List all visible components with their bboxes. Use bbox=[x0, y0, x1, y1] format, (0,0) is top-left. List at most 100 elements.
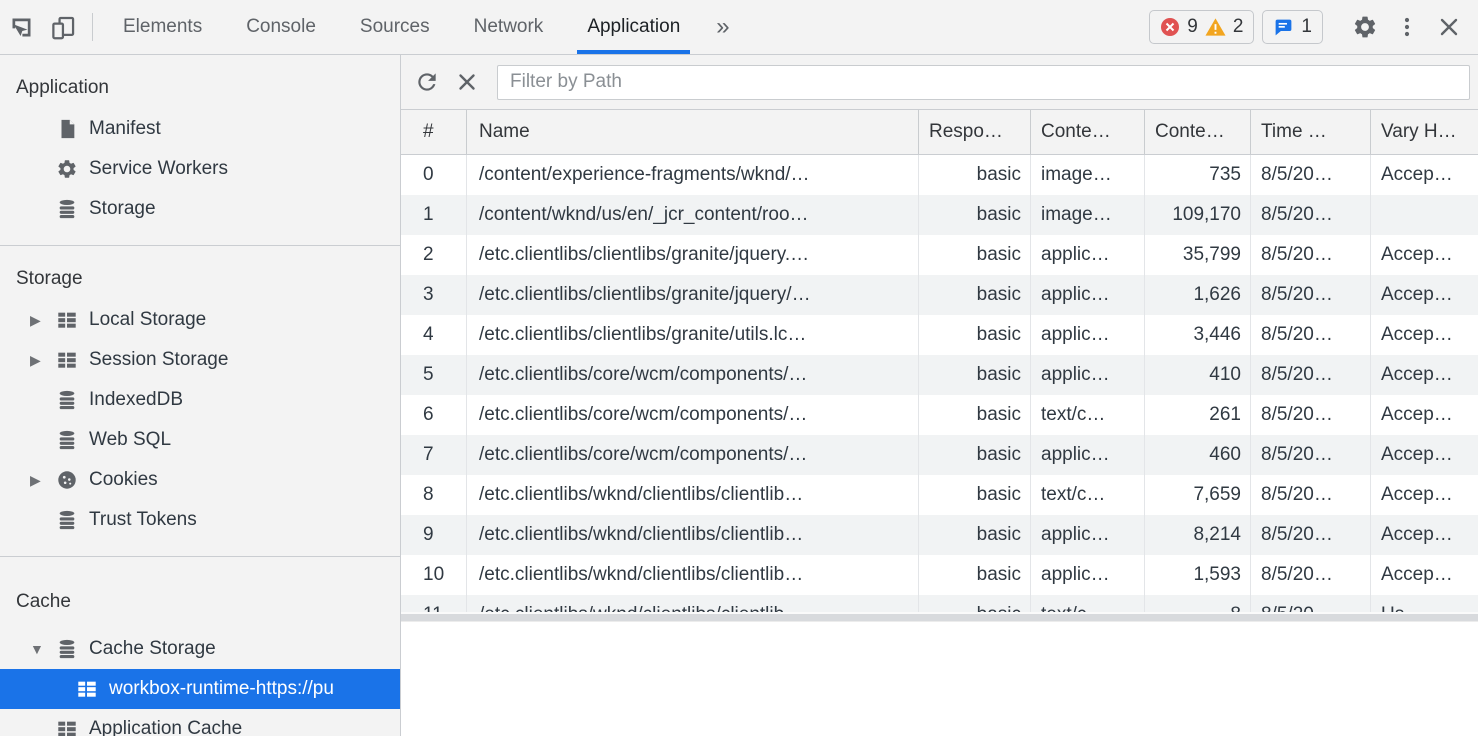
panel-tabs: Elements Console Sources Network Applica… bbox=[101, 0, 702, 54]
cell-response-type: basic bbox=[919, 435, 1031, 475]
table-grid-icon bbox=[56, 349, 78, 371]
cell-index: 3 bbox=[401, 275, 467, 315]
cell-vary-header: Accep… bbox=[1381, 524, 1453, 545]
tab-application[interactable]: Application bbox=[565, 0, 702, 54]
sidebar-item-service-workers[interactable]: Service Workers bbox=[0, 149, 400, 189]
cell-time-cached: 8/5/20… bbox=[1251, 355, 1371, 395]
error-count: 9 bbox=[1187, 16, 1198, 37]
sidebar-item-workbox-runtime-cache[interactable]: workbox-runtime-https://pu bbox=[0, 669, 400, 709]
settings-gear-icon[interactable] bbox=[1344, 14, 1386, 40]
sidebar-item-label: workbox-runtime-https://pu bbox=[109, 678, 334, 699]
cell-vary-header: Accep… bbox=[1381, 564, 1453, 585]
table-header-row: # Name Respo… Conte… Conte… Time … Vary … bbox=[401, 110, 1478, 155]
sidebar-item-indexeddb[interactable]: IndexedDB bbox=[0, 380, 400, 420]
sidebar-item-cookies[interactable]: ▶ Cookies bbox=[0, 460, 400, 500]
cell-content-length: 109,170 bbox=[1145, 195, 1251, 235]
issues-badge[interactable]: 1 bbox=[1262, 10, 1323, 44]
table-row[interactable]: 1 /content/wknd/us/en/_jcr_content/roo… … bbox=[401, 195, 1478, 235]
cell-vary-header: Accep… bbox=[1381, 364, 1453, 385]
refresh-icon[interactable] bbox=[407, 62, 447, 102]
application-sidebar: Application Manifest bbox=[0, 55, 401, 736]
sidebar-item-web-sql[interactable]: Web SQL bbox=[0, 420, 400, 460]
column-header-name[interactable]: Name bbox=[467, 110, 919, 154]
table-row[interactable]: 2 /etc.clientlibs/clientlibs/granite/jqu… bbox=[401, 235, 1478, 275]
table-row[interactable]: 10 /etc.clientlibs/wknd/clientlibs/clien… bbox=[401, 555, 1478, 595]
expanded-triangle-icon[interactable]: ▼ bbox=[30, 641, 44, 657]
database-icon bbox=[56, 638, 78, 660]
sidebar-item-manifest[interactable]: Manifest bbox=[0, 109, 400, 149]
column-header-response-type[interactable]: Respo… bbox=[919, 110, 1031, 154]
more-tabs-icon[interactable]: » bbox=[716, 13, 730, 40]
sidebar-item-label: Manifest bbox=[89, 118, 161, 139]
collapsed-triangle-icon[interactable]: ▶ bbox=[30, 311, 41, 328]
table-row[interactable]: 4 /etc.clientlibs/clientlibs/granite/uti… bbox=[401, 315, 1478, 355]
cell-vary-header: Accep… bbox=[1381, 324, 1453, 345]
inspect-element-icon[interactable] bbox=[0, 0, 42, 54]
cell-index: 1 bbox=[401, 195, 467, 235]
sidebar-item-label: IndexedDB bbox=[89, 389, 184, 410]
table-row[interactable]: 9 /etc.clientlibs/wknd/clientlibs/client… bbox=[401, 515, 1478, 555]
sidebar-item-trust-tokens[interactable]: Trust Tokens bbox=[0, 500, 400, 540]
cell-content-length: 35,799 bbox=[1145, 235, 1251, 275]
database-icon bbox=[56, 509, 78, 531]
sidebar-item-application-cache[interactable]: Application Cache bbox=[0, 709, 400, 736]
cell-index: 4 bbox=[401, 315, 467, 355]
table-row[interactable]: 3 /etc.clientlibs/clientlibs/granite/jqu… bbox=[401, 275, 1478, 315]
cell-time-cached: 8/5/20… bbox=[1251, 235, 1371, 275]
tab-sources[interactable]: Sources bbox=[359, 16, 430, 37]
filter-by-path-input[interactable] bbox=[497, 64, 1470, 100]
cell-response-type: basic bbox=[919, 555, 1031, 595]
cell-vary-header: Us… bbox=[1371, 595, 1478, 612]
section-title: Cache bbox=[16, 591, 71, 612]
cell-content-type: applic… bbox=[1031, 515, 1145, 555]
devtools-toolbar: Elements Console Sources Network Applica… bbox=[0, 0, 1478, 55]
cell-time-cached: 8/5/20… bbox=[1251, 595, 1371, 612]
column-header-time-cached[interactable]: Time … bbox=[1251, 110, 1371, 154]
tab-network[interactable]: Network bbox=[473, 16, 544, 37]
table-row[interactable]: 5 /etc.clientlibs/core/wcm/components/… … bbox=[401, 355, 1478, 395]
sidebar-item-storage[interactable]: Storage bbox=[0, 189, 400, 229]
table-grid-icon bbox=[76, 678, 98, 700]
cookie-icon bbox=[56, 469, 78, 491]
tab-elements[interactable]: Elements bbox=[123, 16, 203, 37]
clear-x-icon[interactable] bbox=[447, 62, 487, 102]
table-row[interactable]: 7 /etc.clientlibs/core/wcm/components/… … bbox=[401, 435, 1478, 475]
cell-index: 10 bbox=[401, 555, 467, 595]
column-header-vary-header[interactable]: Vary H… bbox=[1381, 121, 1457, 142]
column-header-index[interactable]: # bbox=[401, 110, 467, 154]
sidebar-item-local-storage[interactable]: ▶ Local Storage bbox=[0, 300, 400, 340]
warning-count: 2 bbox=[1232, 16, 1244, 37]
table-row[interactable]: 6 /etc.clientlibs/core/wcm/components/… … bbox=[401, 395, 1478, 435]
cell-content-type: applic… bbox=[1031, 275, 1145, 315]
section-application: Application Manifest bbox=[0, 55, 400, 246]
manifest-file-icon bbox=[56, 118, 78, 140]
console-status-badge[interactable]: 9 2 bbox=[1149, 10, 1255, 44]
cell-name: /content/experience-fragments/wknd/… bbox=[467, 155, 919, 195]
section-storage: Storage ▶ Local Storage ▶ bbox=[0, 246, 400, 557]
cell-time-cached: 8/5/20… bbox=[1251, 155, 1371, 195]
database-icon bbox=[56, 198, 78, 220]
device-toolbar-icon[interactable] bbox=[42, 0, 84, 54]
cache-filter-toolbar bbox=[401, 55, 1478, 110]
collapsed-triangle-icon[interactable]: ▶ bbox=[30, 471, 41, 488]
table-row[interactable]: 8 /etc.clientlibs/wknd/clientlibs/client… bbox=[401, 475, 1478, 515]
cell-index: 5 bbox=[401, 355, 467, 395]
cell-response-type: basic bbox=[919, 595, 1031, 612]
sidebar-item-cache-storage[interactable]: ▼ Cache Storage bbox=[0, 629, 400, 669]
cell-response-type: basic bbox=[919, 515, 1031, 555]
cell-time-cached: 8/5/20… bbox=[1251, 315, 1371, 355]
collapsed-triangle-icon[interactable]: ▶ bbox=[30, 351, 41, 368]
cell-content-length: 7,659 bbox=[1145, 475, 1251, 515]
close-icon[interactable] bbox=[1428, 15, 1470, 39]
kebab-menu-icon[interactable] bbox=[1386, 15, 1428, 39]
table-row[interactable]: 0 /content/experience-fragments/wknd/… b… bbox=[401, 155, 1478, 195]
cell-response-type: basic bbox=[919, 195, 1031, 235]
table-row[interactable]: 11 /etc.clientlibs/wknd/clientlibs/clien… bbox=[401, 595, 1478, 612]
column-header-content-type[interactable]: Conte… bbox=[1031, 110, 1145, 154]
tab-console[interactable]: Console bbox=[246, 16, 316, 37]
horizontal-scrollbar[interactable] bbox=[401, 612, 1478, 622]
sidebar-item-session-storage[interactable]: ▶ Session Storage bbox=[0, 340, 400, 380]
cell-name: /etc.clientlibs/wknd/clientlibs/clientli… bbox=[467, 475, 919, 515]
column-header-content-length[interactable]: Conte… bbox=[1145, 110, 1251, 154]
cell-content-type: text/c… bbox=[1031, 395, 1145, 435]
